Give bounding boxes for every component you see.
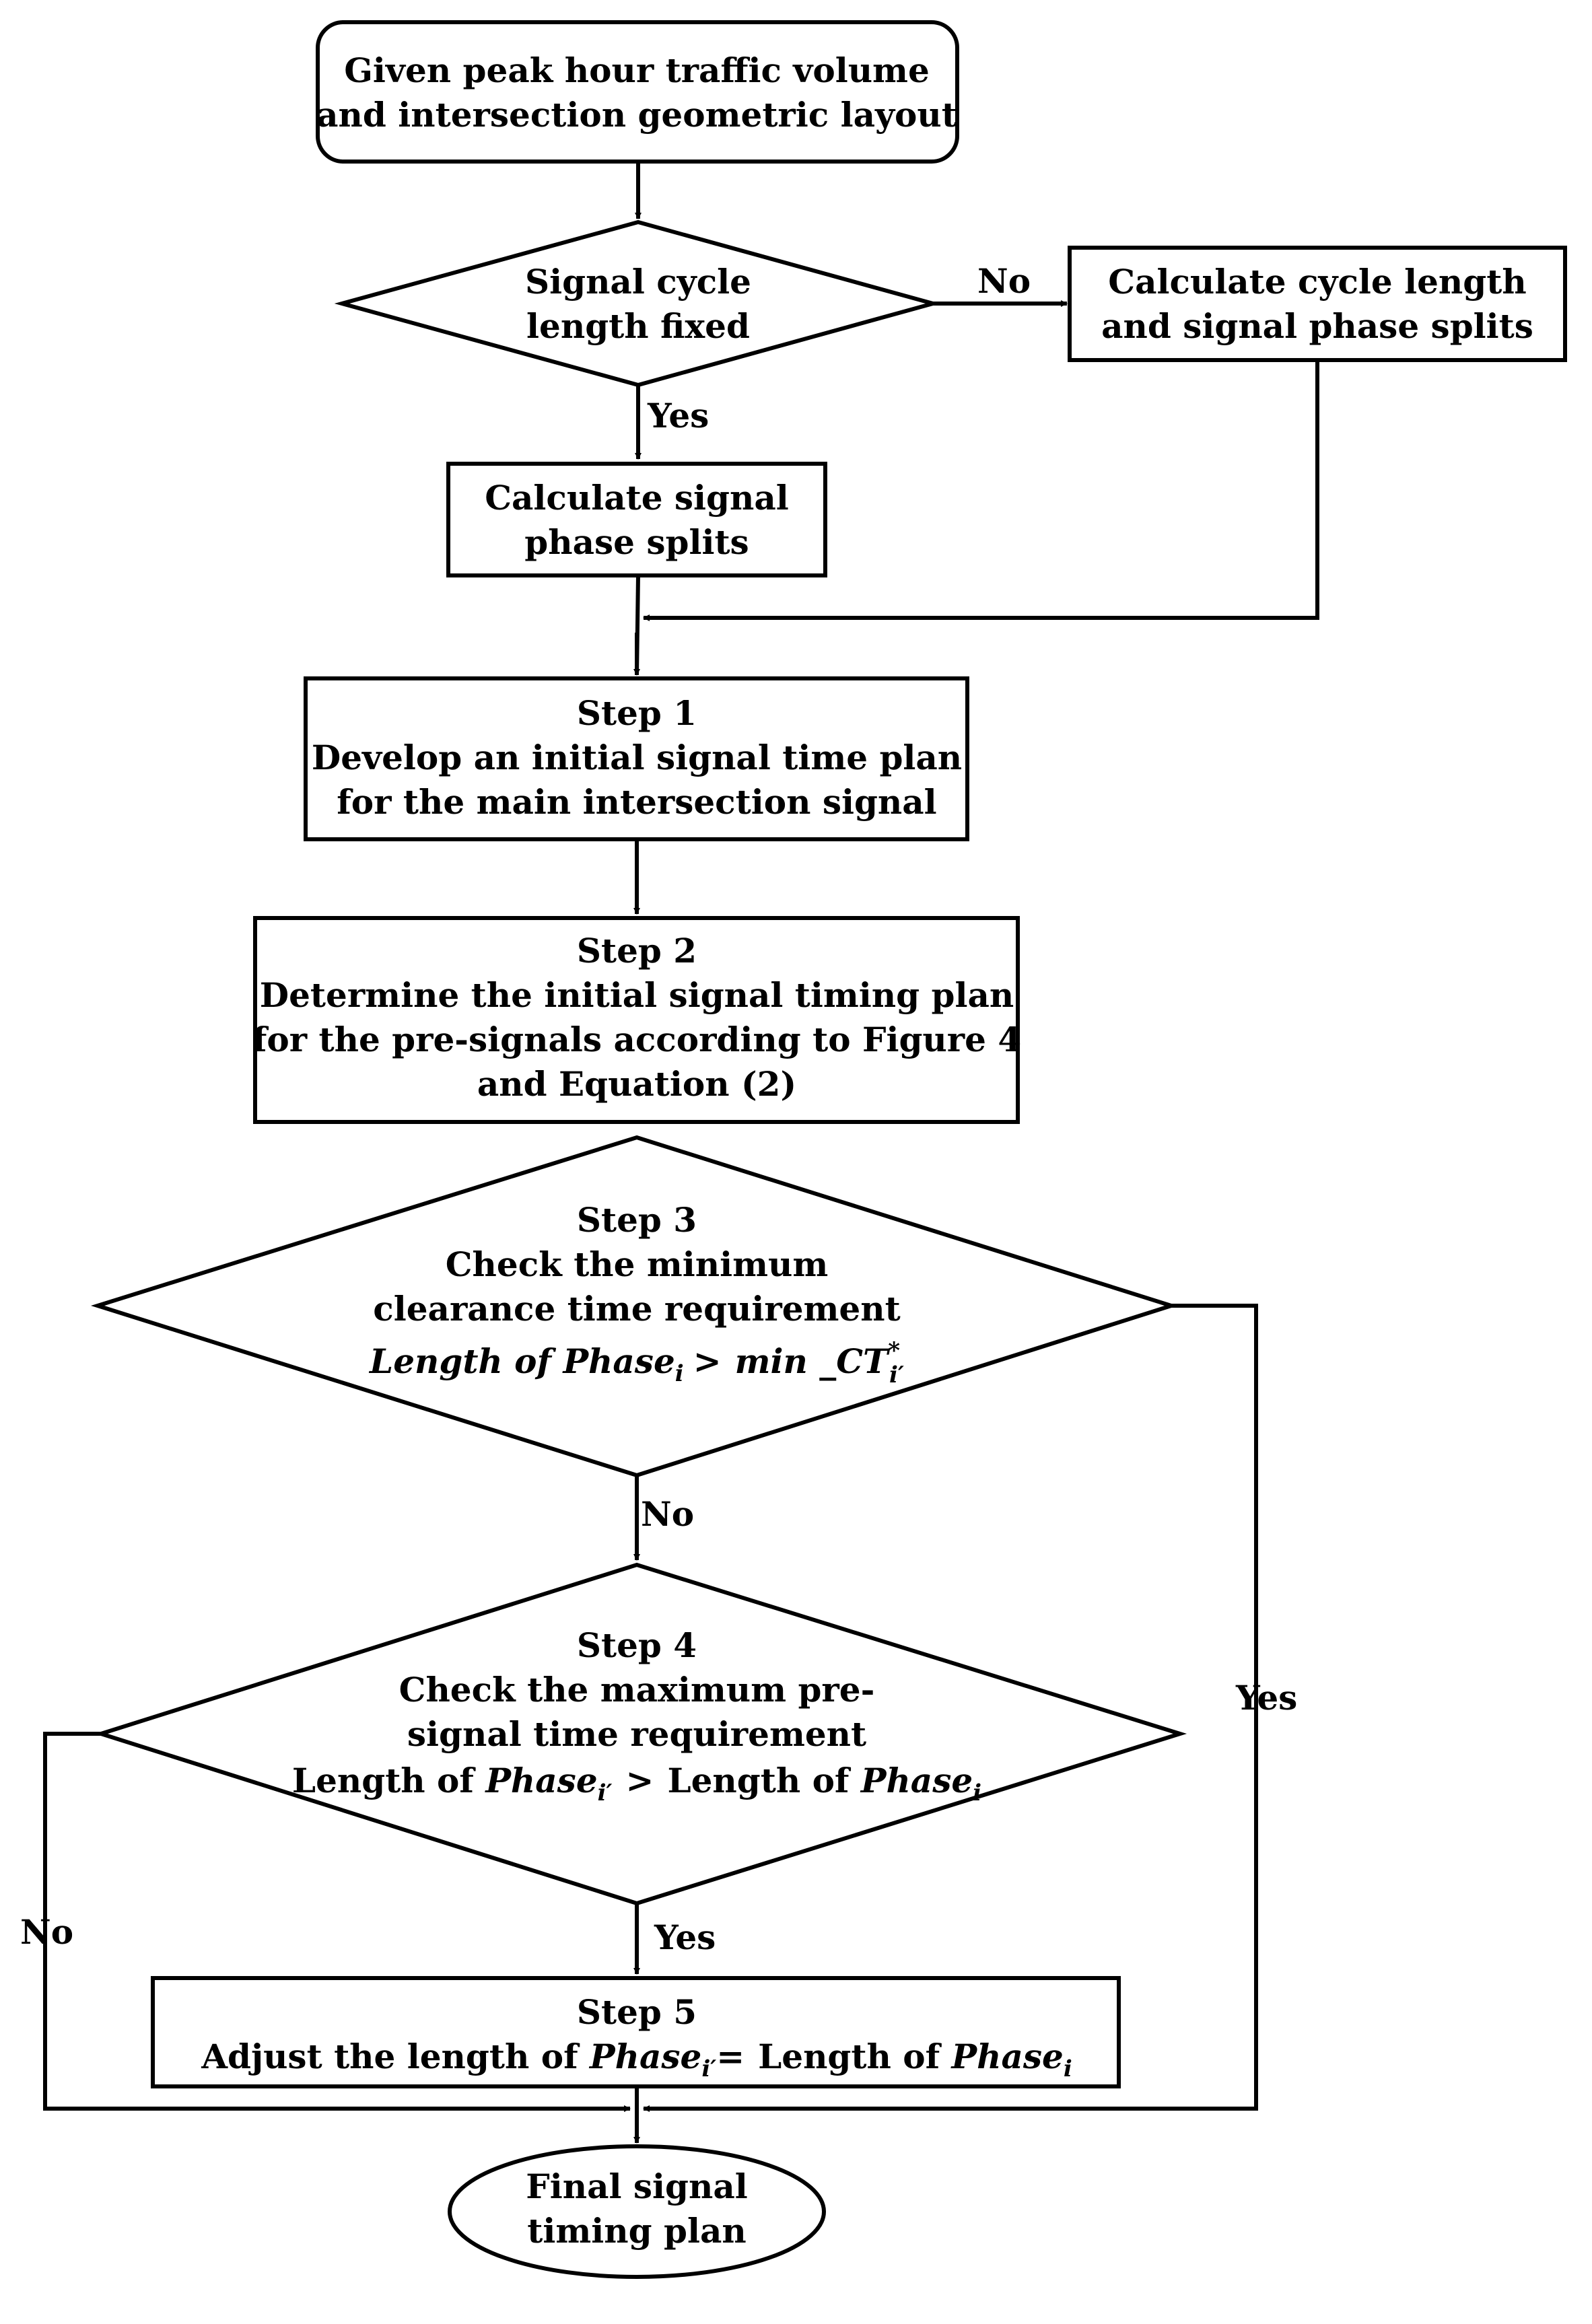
start-line-2: and intersection geometric layout — [316, 95, 957, 135]
step1-box: Step 1 Develop an initial signal time pl… — [304, 676, 969, 841]
label-step4-yes: Yes — [654, 1917, 716, 1957]
calc-splits-box: Calculate signal phase splits — [446, 462, 827, 577]
step5-formula-phase1: Phase — [588, 2037, 701, 2076]
step2-title: Step 2 — [577, 931, 697, 971]
step3-formula: Length of Phasei > min _CT*i′ — [368, 1337, 904, 1388]
connectors — [43, 162, 1319, 2144]
calc-cycle-line-1: Calculate cycle length — [1108, 262, 1526, 302]
step3-formula-op: > — [693, 1341, 722, 1381]
edge-step3-yes-path — [643, 1304, 1258, 2112]
start-node: Given peak hour traffic volume and inter… — [316, 20, 959, 164]
step3-formula-lhs-sub: i — [675, 1360, 684, 1387]
label-fixed-no: No — [977, 261, 1031, 301]
step4-decision: Step 4 Check the maximum pre- signal tim… — [94, 1562, 1187, 1906]
step4-title: Step 4 — [577, 1625, 697, 1665]
step5-formula-p2: Length of — [758, 2037, 951, 2076]
step5-title: Step 5 — [577, 1992, 697, 2032]
step2-line-3: and Equation (2) — [477, 1064, 796, 1104]
step5-formula: Adjust the length of Phasei′=Length of P… — [201, 2037, 1072, 2082]
step4-formula-op: > — [626, 1761, 654, 1800]
label-step3-no: No — [641, 1494, 694, 1534]
calc-splits-line-2: phase splits — [524, 522, 749, 562]
calc-cycle-line-2: and signal phase splits — [1101, 306, 1533, 346]
step5-formula-phase2-sub: i — [1064, 2055, 1072, 2082]
end-line-2: timing plan — [527, 2211, 746, 2251]
step2-line-1: Determine the initial signal timing plan — [260, 975, 1014, 1015]
step3-formula-lhs: Length of Phase — [368, 1341, 675, 1381]
step4-formula-p1: Length of — [292, 1761, 485, 1800]
calc-splits-line-1: Calculate signal — [485, 478, 789, 518]
step3-decision: Step 3 Check the minimum clearance time … — [90, 1135, 1178, 1478]
step3-line-2: clearance time requirement — [373, 1289, 900, 1329]
end-line-1: Final signal — [526, 2167, 748, 2206]
edge-step4-no-path — [43, 1732, 631, 2112]
start-line-1: Given peak hour traffic volume — [344, 50, 930, 90]
step4-formula-phase1-sub: i′ — [598, 1780, 613, 1806]
label-step4-no: No — [20, 1912, 73, 1952]
edge-calc-cycle-to-merge — [643, 360, 1319, 621]
step3-formula-rhs-sup: * — [888, 1337, 900, 1364]
step3-formula-rhs-sub: i′ — [889, 1362, 904, 1388]
step3-formula-rhs: min _CT — [735, 1341, 891, 1381]
end-node: Final signal timing plan — [448, 2144, 826, 2279]
step3-line-1: Check the minimum — [446, 1244, 829, 1284]
step4-formula-phase2-sub: i — [973, 1780, 981, 1806]
decision-fixed-line-1: Signal cycle — [525, 262, 751, 302]
decision-fixed-line-2: length fixed — [526, 306, 750, 346]
step1-title: Step 1 — [577, 693, 697, 733]
step5-formula-phase2: Phase — [950, 2037, 1064, 2076]
calc-cycle-box: Calculate cycle length and signal phase … — [1068, 246, 1567, 362]
step4-formula-p2: Length of — [667, 1761, 860, 1800]
label-step3-yes: Yes — [1235, 1678, 1297, 1718]
step5-formula-eq: = — [716, 2037, 745, 2076]
step5-formula-phase1-sub: i′ — [701, 2055, 716, 2082]
step1-line-1: Develop an initial signal time plan — [312, 738, 962, 777]
step4-line-1: Check the maximum pre- — [399, 1670, 875, 1710]
edge-labels: No Yes No Yes Yes No — [20, 261, 1297, 1957]
step4-formula-phase2: Phase — [860, 1761, 973, 1800]
step4-formula: Length of Phasei′>Length of Phasei — [292, 1761, 981, 1806]
step2-box: Step 2 Determine the initial signal timi… — [252, 916, 1021, 1124]
step4-line-2: signal time requirement — [407, 1714, 866, 1754]
step2-line-2: for the pre-signals according to Figure … — [252, 1020, 1021, 1059]
decision-cycle-fixed: Signal cycle length fixed — [334, 219, 941, 388]
step5-box: Step 5 Adjust the length of Phasei′=Leng… — [151, 1976, 1121, 2088]
step3-title: Step 3 — [577, 1200, 697, 1240]
step4-formula-phase1: Phase — [484, 1761, 597, 1800]
step5-formula-p1: Adjust the length of — [201, 2037, 590, 2076]
step1-line-2: for the main intersection signal — [337, 782, 936, 822]
label-fixed-yes: Yes — [647, 396, 709, 435]
